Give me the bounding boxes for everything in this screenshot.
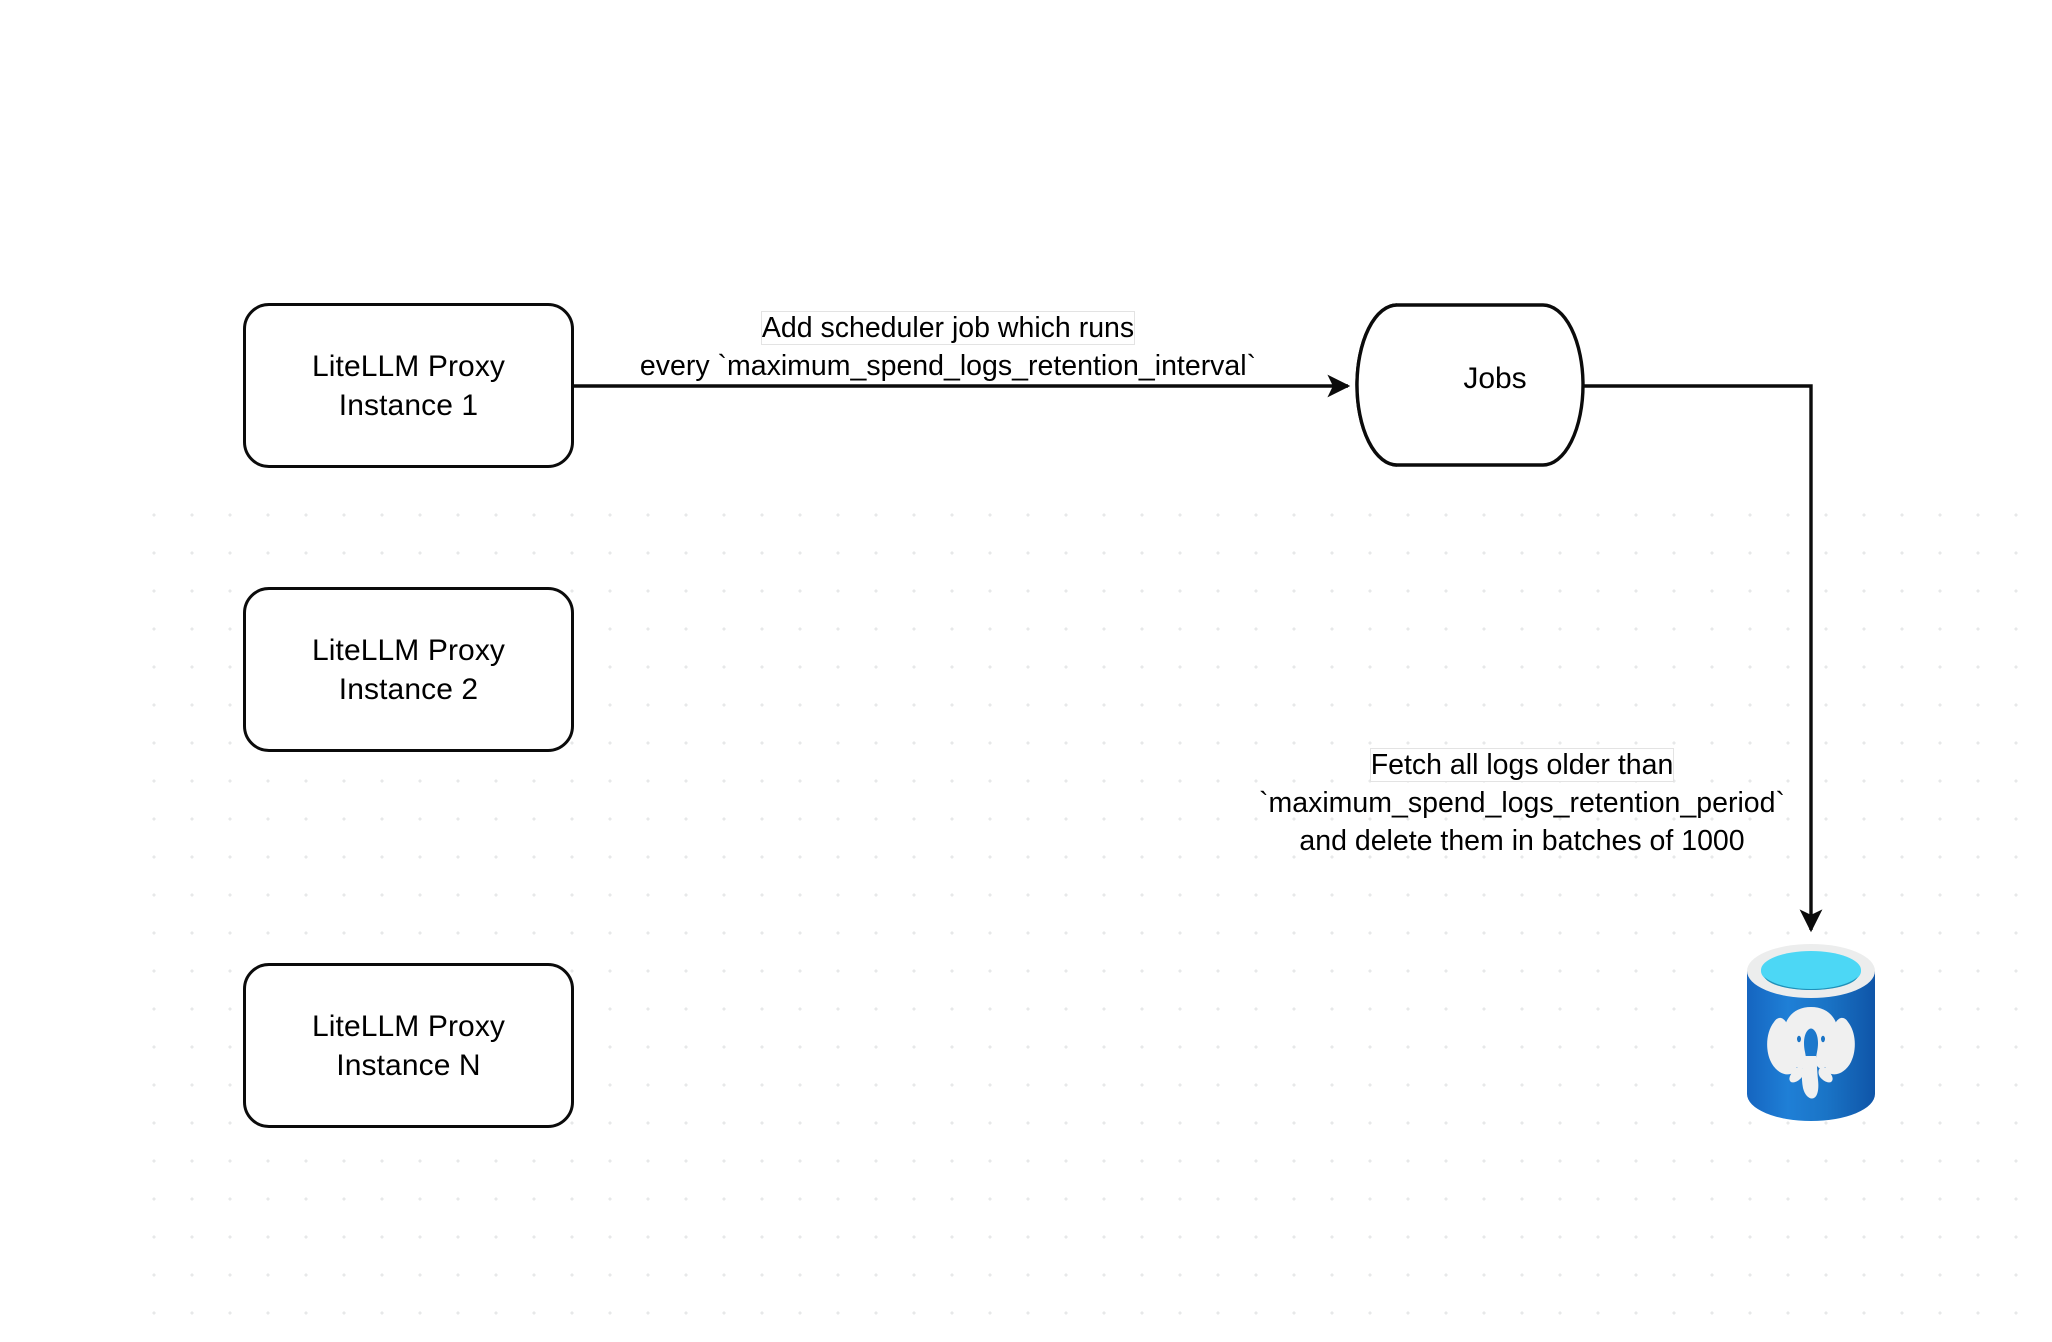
postgres-elephant-left-eye <box>1797 1035 1801 1043</box>
node-jobs-label: Jobs <box>1463 362 1527 395</box>
postgres-elephant-glyph <box>1767 1007 1855 1099</box>
postgres-elephant-right-eye <box>1821 1035 1825 1043</box>
node-label-line-2: Instance 2 <box>338 672 479 706</box>
edge-label-line-2: `maximum_spend_logs_retention_period` <box>1259 786 1785 819</box>
edge-jobs-to-postgres <box>1583 384 1823 933</box>
node-litellm-proxy-instance-n[interactable]: LiteLLM Proxy Instance N <box>243 963 574 1128</box>
node-label-line-2: Instance 1 <box>338 388 479 422</box>
jobs-cylinder-shape <box>1355 303 1585 467</box>
edge-label-line-1: Fetch all logs older than <box>1370 749 1674 781</box>
edge-label-line-1: Add scheduler job which runs <box>761 312 1135 344</box>
postgresql-database-icon[interactable] <box>1744 944 1878 1122</box>
edge-label-add-scheduler-job: Add scheduler job which runs every `maxi… <box>588 310 1308 386</box>
node-litellm-proxy-instance-2[interactable]: LiteLLM Proxy Instance 2 <box>243 587 574 752</box>
postgres-cylinder-body <box>1747 971 1875 1121</box>
edge-label-line-2: every `maximum_spend_logs_retention_inte… <box>639 349 1257 382</box>
node-label-line-1: LiteLLM Proxy <box>311 633 506 667</box>
edge-label-line-3: and delete them in batches of 1000 <box>1299 824 1745 857</box>
node-label-line-1: LiteLLM Proxy <box>311 349 506 383</box>
edge-label-fetch-and-delete-logs: Fetch all logs older than `maximum_spend… <box>1232 747 1812 861</box>
edge-line <box>1583 384 1823 933</box>
node-litellm-proxy-instance-1[interactable]: LiteLLM Proxy Instance 1 <box>243 303 574 468</box>
postgres-top-cyan-front <box>1761 951 1861 989</box>
node-label-line-1: LiteLLM Proxy <box>311 1009 506 1043</box>
node-label-line-2: Instance N <box>336 1048 481 1082</box>
